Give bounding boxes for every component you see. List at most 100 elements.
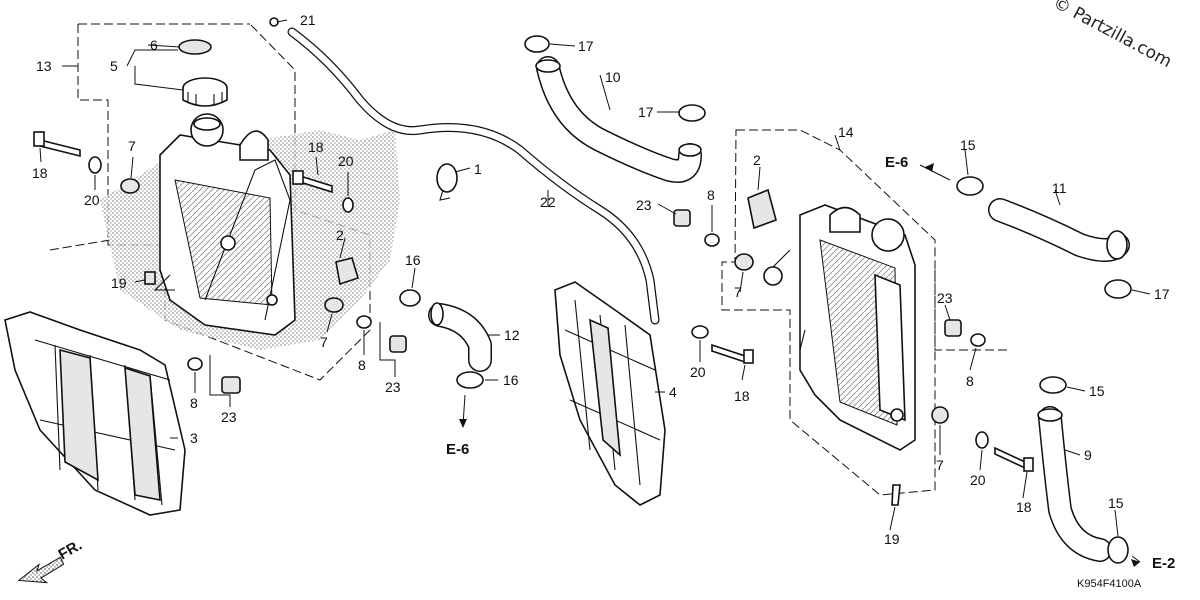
callout-19-left[interactable]: 19 (111, 275, 127, 291)
callout-20-c[interactable]: 20 (690, 364, 706, 380)
callout-7-c[interactable]: 7 (734, 284, 742, 300)
grommet-7-d[interactable] (931, 406, 949, 424)
hose-clamp-1[interactable] (436, 163, 458, 201)
callout-2-right[interactable]: 2 (753, 152, 761, 168)
arrow-e6-bottom (459, 419, 467, 428)
clip-21[interactable] (269, 17, 279, 27)
callout-8-d[interactable]: 8 (966, 373, 974, 389)
callout-15-top[interactable]: 15 (960, 137, 976, 153)
clamp-15-top[interactable] (956, 176, 984, 196)
clamp-15-mid[interactable] (1039, 376, 1067, 394)
cap-seal[interactable] (178, 39, 212, 55)
callout-20-b[interactable]: 20 (338, 153, 354, 169)
lower-hose[interactable] (1037, 406, 1112, 562)
outlet-hose[interactable] (428, 302, 492, 372)
callout-3[interactable]: 3 (190, 430, 198, 446)
crossover-hose[interactable] (988, 198, 1130, 262)
left-shroud[interactable] (4, 311, 186, 516)
callout-18-a[interactable]: 18 (32, 165, 48, 181)
callout-8-c[interactable]: 8 (707, 187, 715, 203)
callout-17-top[interactable]: 17 (578, 38, 594, 54)
callout-18-c[interactable]: 18 (734, 388, 750, 404)
bolt-18-b[interactable] (292, 170, 333, 194)
clamp-15-bottom[interactable] (1107, 536, 1129, 564)
clamp-17-top[interactable] (524, 35, 550, 53)
callout-17-mid[interactable]: 17 (638, 104, 654, 120)
diagram-code: K954F4100A (1077, 578, 1142, 590)
collar-8-c[interactable] (704, 233, 720, 247)
washer-20-c[interactable] (691, 325, 709, 339)
clamp-16-top[interactable] (399, 289, 421, 307)
upper-hose[interactable] (535, 56, 702, 183)
callout-6[interactable]: 6 (150, 37, 158, 53)
callout-2-left[interactable]: 2 (336, 227, 344, 243)
ref-e6-bottom[interactable]: E-6 (446, 441, 469, 458)
callout-7-a[interactable]: 7 (128, 138, 136, 154)
callout-19-right[interactable]: 19 (884, 531, 900, 547)
rubber-23-b[interactable] (389, 335, 407, 353)
callout-16-bottom[interactable]: 16 (503, 372, 519, 388)
grommet-7-b[interactable] (324, 297, 344, 313)
callout-21[interactable]: 21 (300, 12, 316, 28)
washer-20-a[interactable] (88, 156, 102, 174)
rubber-23-d[interactable] (944, 319, 962, 337)
arrow-e2 (1131, 559, 1140, 567)
rubber-23-a[interactable] (221, 376, 241, 394)
callout-5[interactable]: 5 (110, 58, 118, 74)
clamp-17-mid[interactable] (678, 104, 706, 122)
clamp-right-radiator[interactable] (763, 266, 783, 286)
callout-14[interactable]: 14 (838, 124, 854, 140)
callout-15-mid[interactable]: 15 (1089, 383, 1105, 399)
callout-7-d[interactable]: 7 (936, 457, 944, 473)
siphon-hose[interactable] (287, 27, 660, 325)
rubber-23-c[interactable] (673, 209, 691, 227)
callout-8-b[interactable]: 8 (358, 357, 366, 373)
collar-8-d[interactable] (970, 333, 986, 347)
callout-12[interactable]: 12 (504, 327, 520, 343)
bolt-18-d[interactable] (994, 446, 1034, 472)
callout-11[interactable]: 11 (1052, 180, 1067, 196)
callout-20-d[interactable]: 20 (970, 472, 986, 488)
callout-1[interactable]: 1 (474, 161, 482, 177)
callout-4[interactable]: 4 (669, 384, 677, 400)
callout-18-d[interactable]: 18 (1016, 499, 1032, 515)
pad-2-b[interactable] (747, 188, 777, 230)
ref-e2[interactable]: E-2 (1152, 555, 1175, 572)
left-radiator[interactable] (153, 113, 296, 336)
callout-20-a[interactable]: 20 (84, 192, 100, 208)
right-radiator[interactable] (769, 204, 916, 451)
collar-8-a[interactable] (187, 357, 203, 371)
washer-20-b[interactable] (342, 197, 354, 213)
ref-e6-top[interactable]: E-6 (885, 154, 908, 171)
bolt-18-a[interactable] (33, 131, 81, 158)
callout-9[interactable]: 9 (1084, 447, 1092, 463)
pad-2-a[interactable] (335, 257, 359, 286)
callout-16-top[interactable]: 16 (405, 252, 421, 268)
clip-19-b[interactable] (891, 484, 901, 506)
clamp-17-right[interactable] (1104, 279, 1132, 299)
callout-13[interactable]: 13 (36, 58, 52, 74)
clamp-16-bottom[interactable] (456, 371, 484, 389)
bolt-18-c[interactable] (711, 343, 754, 364)
callout-15-bottom[interactable]: 15 (1108, 495, 1124, 511)
collar-8-b[interactable] (356, 315, 372, 329)
callout-17-right[interactable]: 17 (1154, 286, 1170, 302)
callout-7-b[interactable]: 7 (320, 334, 328, 350)
callout-23-d[interactable]: 23 (937, 290, 953, 306)
callouts: 21 6 5 13 1 17 10 17 14 2 15 11 17 15 15… (32, 12, 1170, 547)
callout-8-a[interactable]: 8 (190, 395, 198, 411)
radiator-cap[interactable] (182, 77, 228, 107)
callout-10[interactable]: 10 (605, 69, 621, 85)
callout-23-a[interactable]: 23 (221, 409, 237, 425)
grommet-7-c[interactable] (734, 253, 754, 271)
washer-20-d[interactable] (975, 431, 989, 449)
right-shroud[interactable] (554, 281, 666, 506)
grommet-7-a[interactable] (120, 178, 140, 194)
callout-23-c[interactable]: 23 (636, 197, 652, 213)
callout-18-b[interactable]: 18 (308, 139, 324, 155)
arrow-e6-top (925, 163, 934, 172)
callout-22[interactable]: 22 (540, 194, 556, 210)
clip-19-a[interactable] (144, 271, 156, 285)
callout-23-b[interactable]: 23 (385, 379, 401, 395)
